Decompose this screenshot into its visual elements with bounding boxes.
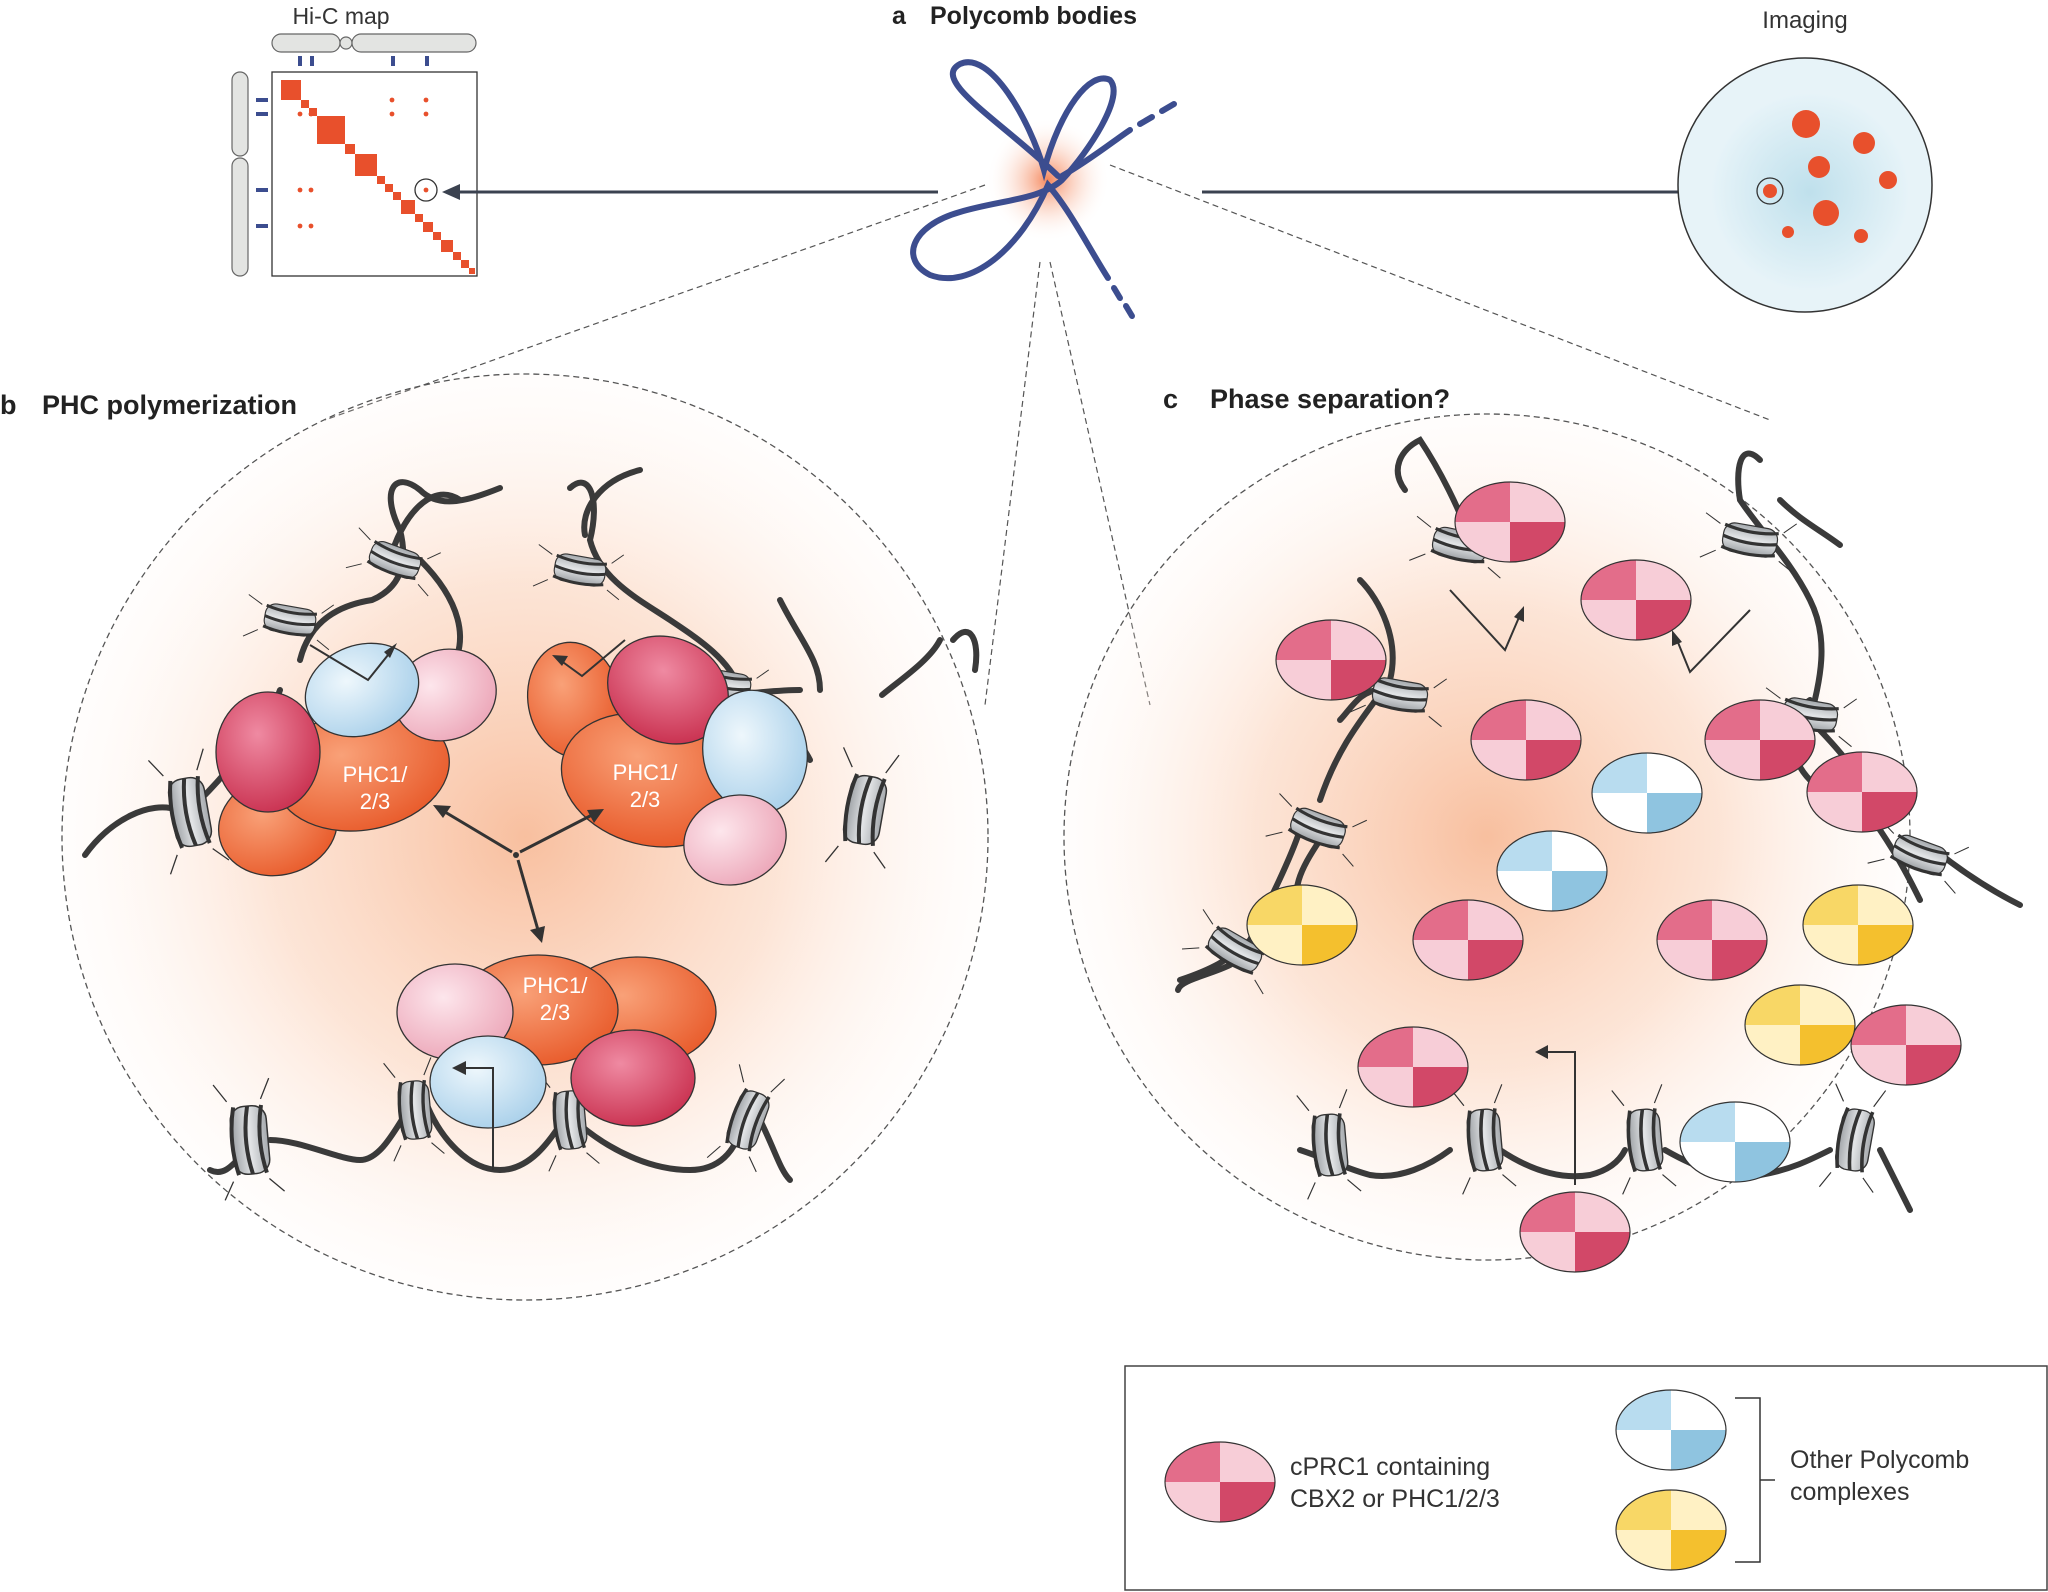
phc-label-line2: 2/3: [540, 1000, 571, 1025]
phc-label-line1: PHC1/: [343, 762, 409, 787]
polycomb-body-glow: [986, 118, 1110, 242]
polycomb-foci: [1763, 110, 1897, 243]
phc-assembly-bottom: PHC1/ 2/3: [396, 954, 717, 1170]
panel-c: c Phase separation?: [1063, 384, 2023, 1273]
legend-box: [1124, 1365, 2048, 1591]
imaging-nucleus: Imaging: [1677, 7, 1933, 313]
phc-label-line2: 2/3: [360, 789, 391, 814]
legend-other-line2: complexes: [1790, 1478, 1910, 1506]
phc-assembly-left: PHC1/ 2/3: [215, 642, 497, 877]
polymerization-arrows: [433, 805, 604, 943]
legend-swatch-blue: [1615, 1389, 1727, 1471]
legend: cPRC1 containing CBX2 or PHC1/2/3 Other …: [1124, 1365, 2048, 1591]
arrowheads-c: [1514, 606, 1682, 1059]
hic-contacts: [297, 97, 429, 229]
hic-diagonal: [281, 80, 475, 274]
panel-b: b PHC polymerization: [0, 373, 989, 1301]
bent-arrows-c: [1449, 589, 1751, 1185]
phc-assembly-right: PHC1/ 2/3: [526, 635, 808, 886]
panel-c-title: Phase separation?: [1210, 384, 1450, 414]
panel-a: a Polycomb bodies: [892, 2, 1177, 319]
nucleosome: [1815, 1080, 1893, 1198]
imaging-title: Imaging: [1762, 7, 1847, 34]
panel-b-circle: [61, 373, 989, 1301]
legend-cprc1-line2: CBX2 or PHC1/2/3: [1290, 1485, 1500, 1513]
phc-label-line2: 2/3: [630, 787, 661, 812]
hic-map: Hi-C map: [231, 3, 478, 277]
legend-swatch-yellow: [1615, 1489, 1727, 1571]
phc-label-line1: PHC1/: [523, 973, 589, 998]
zoom-lines: [324, 164, 1771, 706]
panel-a-letter: a: [892, 2, 907, 30]
legend-other-line1: Other Polycomb: [1790, 1446, 1969, 1474]
phc-label-line1: PHC1/: [613, 760, 679, 785]
panel-a-title: Polycomb bodies: [930, 2, 1137, 30]
panel-b-letter: b: [0, 390, 17, 420]
panel-b-title: PHC polymerization: [42, 390, 297, 420]
legend-cprc1-line1: cPRC1 containing: [1290, 1453, 1490, 1481]
arrow-to-hic: [442, 184, 938, 200]
legend-swatch-cprc1: [1164, 1441, 1276, 1523]
hic-highlight-circle: [414, 178, 438, 202]
chromosome-top: [271, 33, 341, 53]
hic-map-title: Hi-C map: [292, 3, 389, 29]
panel-c-letter: c: [1163, 384, 1178, 414]
chromosome-left: [231, 71, 249, 157]
